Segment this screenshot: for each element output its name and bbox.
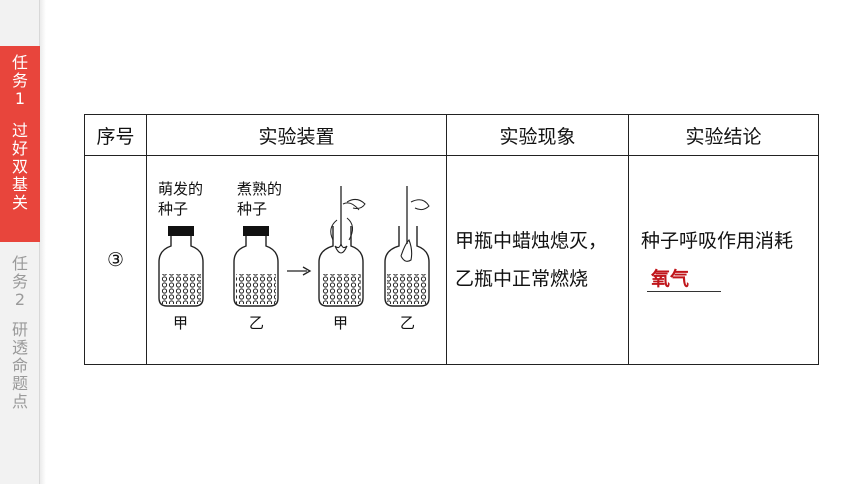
label-jar-jia-1: 甲 xyxy=(173,314,188,332)
answer-underline xyxy=(647,291,721,292)
label-jar-yi-2: 乙 xyxy=(400,314,415,332)
phenomenon-line2: 乙瓶中正常燃烧 xyxy=(455,268,589,290)
sidebar-item-task2[interactable]: 任务2 研透命题点 xyxy=(0,255,40,440)
jar-jia-stoppered xyxy=(158,226,204,307)
row-number: ③ xyxy=(84,155,147,365)
phenomenon-cell: 甲瓶中蜡烛熄灭， 乙瓶中正常燃烧 xyxy=(446,155,629,365)
sidebar-item-task1[interactable]: 任务1 过好双基关 xyxy=(0,46,40,242)
jar-jia-candle xyxy=(318,186,366,307)
jar-yi-candle xyxy=(384,186,430,307)
header-phenomenon: 实验现象 xyxy=(446,114,629,156)
arrow-icon xyxy=(287,266,312,276)
header-apparatus: 实验装置 xyxy=(146,114,447,156)
jar-yi-stoppered xyxy=(233,226,279,307)
apparatus-diagram: 萌发的 种子 煮熟的 种子 xyxy=(158,180,430,332)
label-jar-yi-1: 乙 xyxy=(249,314,264,332)
table-header-row: 序号 实验装置 实验现象 实验结论 xyxy=(84,114,819,156)
apparatus-cell: 萌发的 种子 煮熟的 种子 xyxy=(146,155,447,365)
sidebar-shadow xyxy=(40,0,46,484)
sidebar-item-label: 任务2 xyxy=(11,254,28,309)
answer-text: 氧气 xyxy=(651,268,690,290)
label-boiled-line2: 种子 xyxy=(237,200,267,218)
label-boiled-line1: 煮熟的 xyxy=(237,180,282,198)
sidebar-item-label: 任务1 xyxy=(11,53,28,108)
label-germinating-line2: 种子 xyxy=(158,200,188,218)
label-germinating-line1: 萌发的 xyxy=(158,180,203,198)
sidebar-item-sublabel: 研透命题点 xyxy=(11,320,28,411)
experiment-table: 序号 实验装置 实验现象 实验结论 ③ 萌发的 种子 煮熟的 种子 xyxy=(84,114,819,365)
header-conclusion: 实验结论 xyxy=(628,114,819,156)
sidebar-item-sublabel: 过好双基关 xyxy=(11,121,28,212)
table-row: ③ 萌发的 种子 煮熟的 种子 xyxy=(84,155,819,365)
answer-blank: 氧气 xyxy=(647,260,721,298)
phenomenon-line1: 甲瓶中蜡烛熄灭， xyxy=(455,230,608,252)
conclusion-text: 种子呼吸作用消耗 xyxy=(641,230,794,252)
conclusion-cell: 种子呼吸作用消耗氧气 xyxy=(628,155,819,365)
header-number: 序号 xyxy=(84,114,147,156)
label-jar-jia-2: 甲 xyxy=(333,314,348,332)
